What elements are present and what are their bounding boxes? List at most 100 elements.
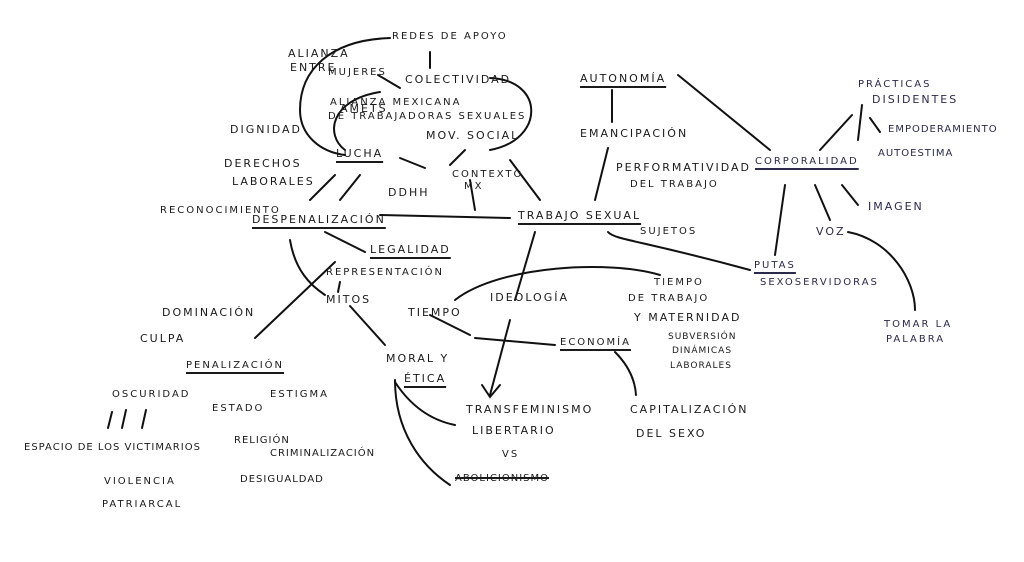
connector	[298, 37, 391, 156]
node-culpa: CULPA	[140, 332, 186, 345]
node-performatividad: PERFORMATIVIDAD	[616, 161, 752, 174]
connector	[514, 231, 536, 301]
node-mitos: MITOS	[326, 293, 372, 306]
node-derechos: DERECHOS	[224, 157, 302, 170]
node-trabajo-sexual: TRABAJO SEXUAL	[518, 209, 642, 222]
connector	[474, 337, 556, 346]
connector	[394, 381, 456, 426]
node-maternidad: Y MATERNIDAD	[634, 311, 742, 324]
node-penalizacion: PENALIZACIÓN	[186, 360, 284, 371]
connector	[333, 91, 381, 151]
node-ddhh: DDHH	[388, 186, 430, 199]
connector	[614, 351, 637, 396]
node-patriarcal: PATRIARCAL	[102, 499, 183, 510]
node-dignidad: DIGNIDAD	[230, 123, 302, 136]
connector	[337, 281, 341, 293]
node-autonomia: AUTONOMÍA	[580, 72, 667, 85]
node-empoderamiento: EMPODERAMIENTO	[888, 124, 998, 135]
connector	[847, 231, 916, 311]
connector	[107, 411, 113, 429]
connector	[254, 261, 336, 339]
node-estado: ESTADO	[212, 403, 265, 414]
node-putas: PUTAS	[754, 260, 796, 271]
node-emancipacion: EMANCIPACIÓN	[580, 127, 689, 140]
node-dinamicas: DINÁMICAS	[672, 346, 733, 356]
node-tiempo-trabajo: TIEMPO	[654, 277, 704, 288]
node-alianza: ALIANZA	[288, 47, 350, 60]
connector	[429, 314, 471, 336]
node-violencia: VIOLENCIA	[104, 476, 176, 487]
node-abolicionismo: ABOLICIONISMO	[455, 473, 549, 484]
node-legalidad: LEGALIDAD	[370, 243, 451, 256]
connector	[509, 159, 541, 201]
connector	[774, 184, 786, 256]
connector	[399, 157, 426, 169]
node-colectividad: COLECTIVIDAD	[405, 73, 512, 86]
node-criminalizacion: CRIMINALIZACIÓN	[270, 448, 376, 459]
connector	[324, 231, 366, 253]
connector	[857, 104, 863, 141]
node-estigma: ESTIGMA	[270, 389, 329, 400]
node-disidentes: DISIDENTES	[872, 93, 959, 106]
node-tomar-la: TOMAR LA	[884, 319, 953, 330]
node-mx: MX	[464, 181, 484, 192]
connector	[379, 214, 511, 219]
node-practicas: PRÁCTICAS	[858, 79, 932, 90]
connector	[841, 184, 859, 206]
connector	[289, 239, 326, 296]
node-laborales: LABORALES	[232, 175, 315, 188]
connector	[594, 147, 609, 201]
node-corporalidad: CORPORALIDAD	[755, 156, 859, 167]
node-palabra: PALABRA	[886, 334, 946, 345]
node-contexto: CONTEXTO	[452, 169, 524, 180]
node-entre: ENTRE	[290, 61, 337, 74]
connector	[377, 74, 401, 89]
connector	[339, 174, 361, 201]
node-mujeres: MUJERES	[328, 67, 387, 78]
node-despenalizacion: DESPENALIZACIÓN	[252, 213, 386, 226]
node-ideologia: IDEOLOGÍA	[490, 291, 570, 304]
node-sexoservidoras: SEXOSERVIDORAS	[760, 277, 879, 288]
node-voz: VOZ	[816, 225, 846, 238]
node-amets: AMETS	[340, 102, 388, 115]
node-lucha: LUCHA	[336, 147, 384, 160]
node-espacio-victimarios: ESPACIO DE LOS VICTIMARIOS	[24, 442, 201, 453]
connector	[481, 384, 501, 399]
node-del-sexo: DEL SEXO	[636, 427, 707, 440]
connector	[677, 74, 771, 151]
connector	[489, 319, 511, 396]
connector	[454, 266, 661, 301]
connector	[141, 409, 147, 429]
node-alianza-mexicana: ALIANZA MEXICANA	[330, 97, 462, 108]
node-dominacion: DOMINACIÓN	[162, 306, 256, 319]
node-desigualdad: DESIGUALDAD	[240, 474, 324, 485]
connector	[309, 174, 336, 201]
connector	[469, 179, 476, 211]
node-oscuridad: OSCURIDAD	[112, 389, 191, 400]
connector	[449, 149, 466, 166]
node-laborales-2: LABORALES	[670, 361, 732, 371]
node-tiempo: TIEMPO	[408, 306, 462, 319]
connector	[607, 231, 751, 271]
node-de-trabajo: DE TRABAJO	[628, 293, 710, 304]
node-moral-y: MORAL Y	[386, 352, 450, 365]
node-redes-apoyo: REDES DE APOYO	[392, 31, 508, 42]
node-economia: ECONOMÍA	[560, 337, 631, 348]
connector	[814, 184, 831, 221]
node-libertario: LIBERTARIO	[472, 424, 556, 437]
node-etica: ÉTICA	[404, 372, 447, 385]
node-representacion: REPRESENTACIÓN	[326, 267, 444, 278]
connector	[869, 117, 881, 133]
node-mov-social: MOV. SOCIAL	[426, 129, 520, 142]
connector	[489, 77, 533, 151]
connector	[819, 114, 853, 151]
connector	[394, 379, 451, 486]
node-religion: RELIGIÓN	[234, 435, 290, 446]
node-capitalizacion: CAPITALIZACIÓN	[630, 403, 749, 416]
node-imagen: IMAGEN	[868, 200, 924, 213]
connector	[121, 409, 127, 429]
node-sujetos: SUJETOS	[640, 226, 698, 237]
node-trabajadoras: DE TRABAJADORAS SEXUALES	[328, 111, 527, 122]
node-subversion: SUBVERSIÓN	[668, 332, 737, 342]
